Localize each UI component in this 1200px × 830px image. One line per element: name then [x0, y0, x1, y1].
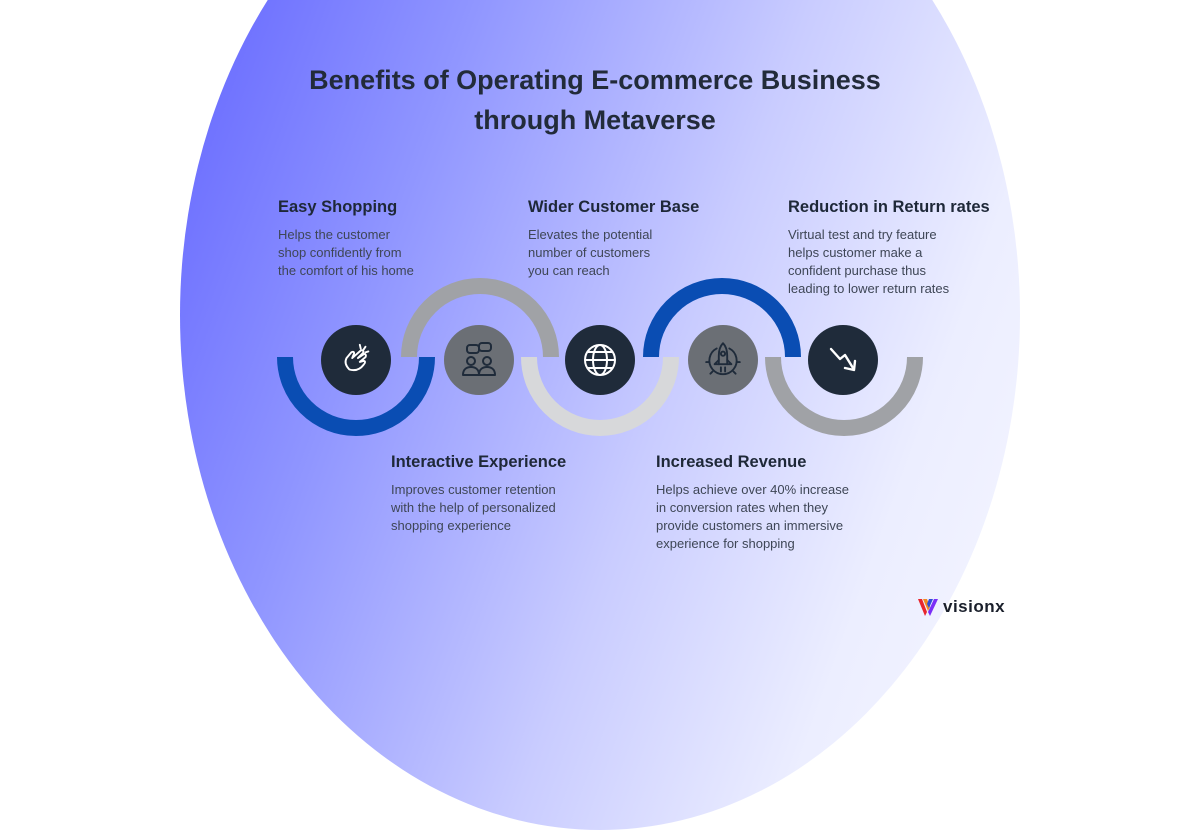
benefit-text: Virtual test and try feature helps custo…: [788, 227, 950, 296]
benefit-heading: Interactive Experience: [391, 453, 567, 471]
title-line-1: Benefits of Operating E-commerce Busines…: [309, 65, 881, 95]
wave-connector: [277, 278, 923, 436]
wave-segment-2: [401, 278, 559, 358]
wave-segment-1: [277, 356, 435, 436]
benefit-text: Elevates the potential number of custome…: [528, 227, 653, 278]
node-easy-shopping: [321, 325, 391, 395]
title-line-2: through Metaverse: [474, 105, 716, 135]
brand-logo: visionx: [918, 597, 1005, 617]
benefit-text: Helps the customer shop confidently from…: [278, 227, 414, 278]
node-reduction-return-rates: [808, 325, 878, 395]
node-increased-revenue: [688, 325, 758, 395]
benefit-interactive-experience: Interactive Experience Improves customer…: [391, 453, 566, 535]
node-wider-customer-base: [565, 325, 635, 395]
page-title: Benefits of Operating E-commerce Busines…: [250, 60, 940, 140]
people-chat-icon: [462, 342, 496, 376]
benefit-easy-shopping: Easy Shopping Helps the customer shop co…: [278, 198, 414, 280]
globe-icon: [584, 344, 616, 376]
benefit-reduction-return-rates: Reduction in Return rates Virtual test a…: [788, 198, 990, 298]
wave-segment-3: [521, 356, 679, 436]
benefit-heading: Reduction in Return rates: [788, 198, 990, 216]
node-interactive-experience: [444, 325, 514, 395]
rocket-gear-icon: [705, 342, 741, 376]
benefit-text: Helps achieve over 40% increase in conve…: [656, 482, 849, 551]
benefit-heading: Easy Shopping: [278, 198, 398, 216]
visionx-logo-icon: [918, 599, 938, 616]
benefit-increased-revenue: Increased Revenue Helps achieve over 40%…: [656, 453, 849, 553]
logo-wordmark: visionx: [943, 597, 1006, 616]
benefit-text: Improves customer retention with the hel…: [391, 482, 556, 533]
wave-segment-5: [765, 356, 923, 436]
hand-snap-icon: [344, 343, 370, 372]
benefit-wider-customer-base: Wider Customer Base Elevates the potenti…: [528, 198, 699, 280]
benefit-heading: Increased Revenue: [656, 453, 807, 471]
benefit-heading: Wider Customer Base: [528, 198, 700, 216]
wave-segment-4: [643, 278, 801, 358]
trend-down-icon: [829, 347, 857, 372]
